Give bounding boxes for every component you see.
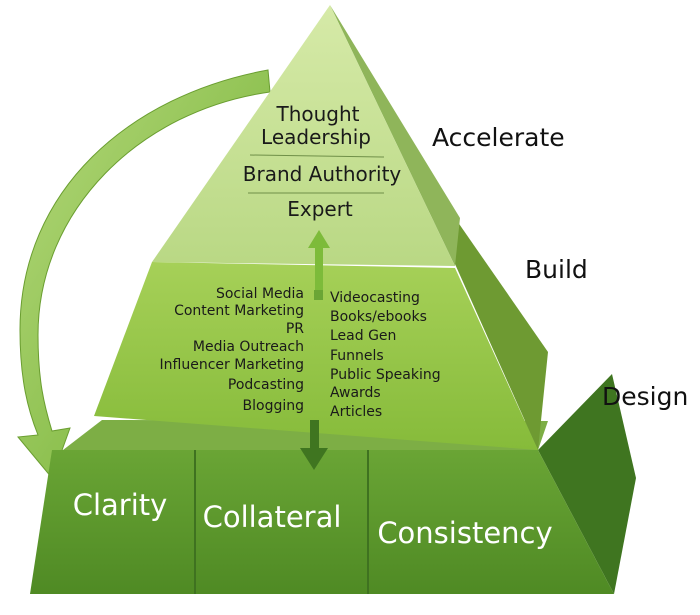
middle-left-item: PR [286,321,304,337]
label-accelerate: Accelerate [432,123,565,152]
middle-right-item: Videocasting [330,290,420,306]
top-item-expert: Expert [287,197,353,221]
top-front-face [152,5,455,266]
middle-right-item: Lead Gen [330,328,396,344]
middle-left-item: Podcasting [228,377,304,393]
middle-front-face [94,262,538,450]
middle-left-item: Influencer Marketing [160,357,304,373]
middle-level [94,218,548,450]
middle-left-item: Social Media [216,286,304,302]
top-side-face-shape [330,5,460,266]
label-build: Build [525,255,588,284]
base-level [30,374,636,594]
base-side-face [538,374,636,594]
middle-left-item: Content Marketing [174,303,304,319]
cycle-arrow [17,69,271,479]
middle-left-list: Social Media Content Marketing PR Media … [160,286,305,414]
base-item-consistency: Consistency [377,516,552,550]
base-item-clarity: Clarity [73,488,168,522]
middle-right-item: Public Speaking [330,367,441,383]
top-item-thought: Thought [275,102,359,126]
label-design: Design [602,382,688,411]
top-item-brand-authority: Brand Authority [243,162,402,186]
top-item-leadership: Leadership [261,125,371,149]
middle-right-item: Articles [330,404,382,420]
base-item-collateral: Collateral [203,500,342,534]
middle-right-item: Awards [330,385,381,401]
middle-right-item: Books/ebooks [330,309,427,325]
middle-left-item: Media Outreach [193,339,304,355]
middle-left-item: Blogging [243,398,304,414]
middle-right-item: Funnels [330,348,384,364]
middle-side-face [455,218,548,450]
top-level [152,5,460,266]
vertical-arrow [300,230,330,470]
middle-right-list: Videocasting Books/ebooks Lead Gen Funne… [330,290,441,420]
base-front-face [30,450,614,594]
